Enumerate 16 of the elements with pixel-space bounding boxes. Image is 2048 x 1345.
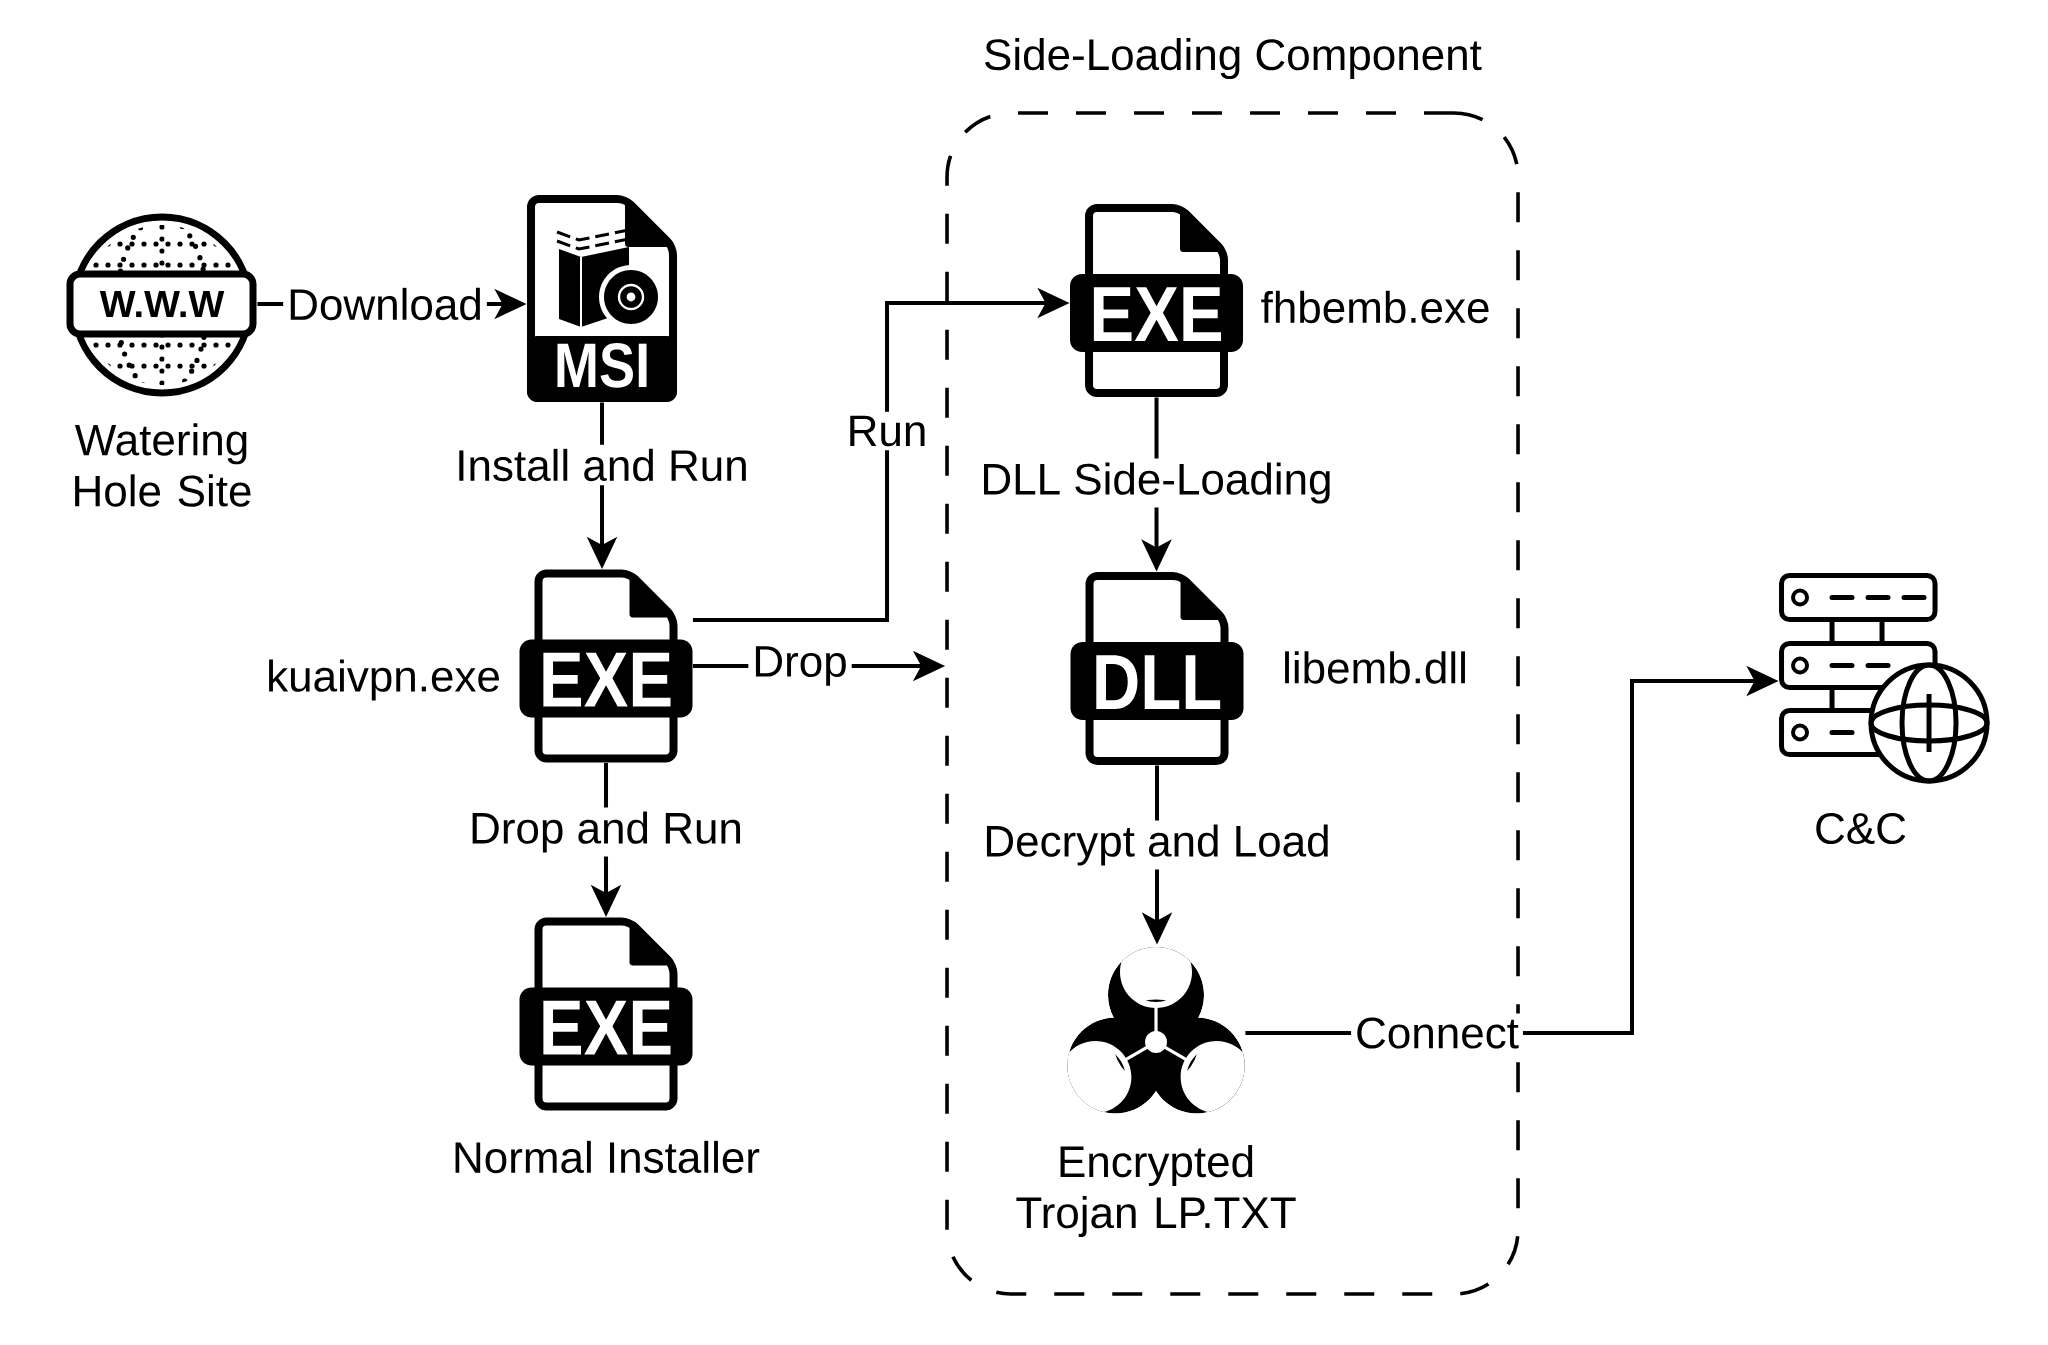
edge-label: Install and Run [451, 444, 753, 486]
node-label: Watering Hole Site [75, 423, 251, 507]
edge-label: Download [283, 283, 487, 325]
edge-label: Decrypt and Load [979, 820, 1335, 870]
node-label: libemb.dll [1285, 651, 1465, 684]
edge-label: Run [842, 411, 932, 451]
edge-label: DLL Side-Loading [976, 458, 1337, 508]
node-label: Encrypted Trojan LP.TXT [1016, 1145, 1296, 1237]
edge-label: Connect [1351, 1013, 1523, 1053]
group-title: Side-Loading Component [985, 38, 1482, 79]
edge-label: Drop [748, 642, 852, 690]
node-label: C&C [1816, 812, 1906, 845]
node-label: kuaivpn.exe [269, 659, 499, 701]
edge-label: Drop and Run [465, 807, 747, 857]
node-label: Normal Installer [455, 1140, 760, 1174]
node-label: fhbemb.exe [1261, 290, 1489, 324]
